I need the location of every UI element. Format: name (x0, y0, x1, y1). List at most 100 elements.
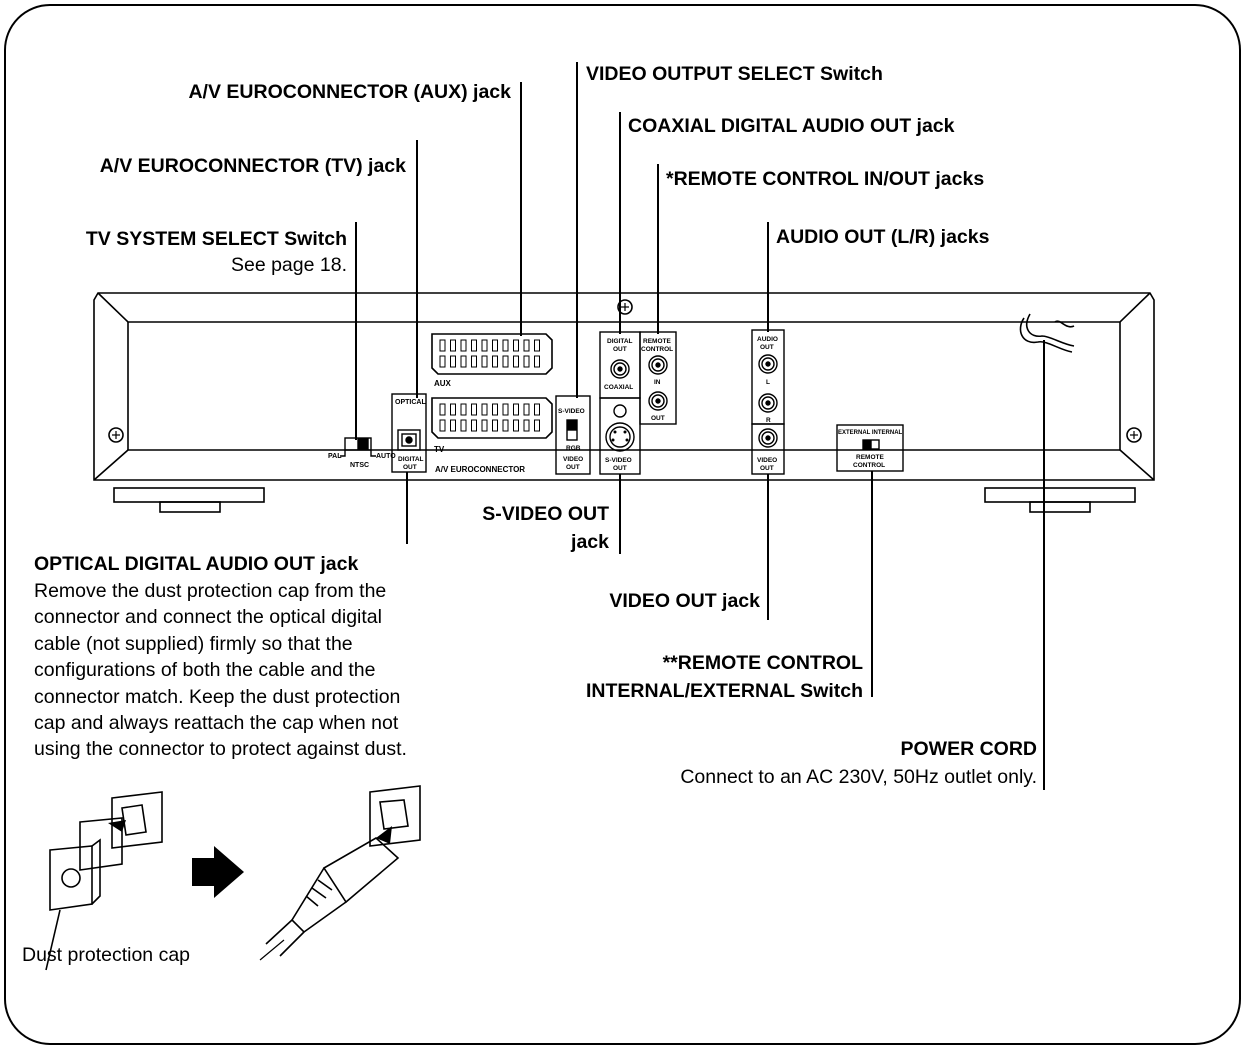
scart-pin (492, 403, 498, 416)
leader-video-out (767, 474, 769, 620)
scart-pin (481, 419, 488, 432)
leader-svideo (619, 474, 621, 554)
leader-coaxial (619, 112, 621, 334)
optical-description: Remove the dust protection cap from the … (34, 578, 494, 763)
scart-pin (513, 339, 519, 352)
remote-inout-label: *REMOTE CONTROL IN/OUT jacks (666, 168, 985, 190)
scart-pin (439, 339, 446, 352)
scart-pin (523, 403, 530, 416)
svg-text:VIDEO: VIDEO (563, 456, 583, 463)
optical-desc-line: cable (not supplied) firmly so that the (34, 632, 353, 655)
aux-panel-text: AUX (434, 379, 452, 388)
leader-video-output-select (576, 62, 578, 398)
pal-text: PAL (328, 453, 342, 460)
external-internal-text: EXTERNAL INTERNAL (838, 430, 903, 436)
optical-desc-line: connector match. Keep the dust protectio… (34, 685, 401, 708)
scart-pin (492, 339, 498, 352)
scart-pin (534, 339, 540, 352)
scart-pin (534, 419, 540, 432)
scart-pin (460, 419, 467, 432)
svideo-label-line2: jack (571, 531, 609, 553)
scart-pin (460, 403, 467, 416)
av-euroconnector-panel-text: A/V EUROCONNECTOR (435, 465, 525, 474)
tv-panel-text: TV (434, 445, 445, 454)
rgb-text: RGB (566, 445, 581, 452)
scart-pin (471, 355, 477, 368)
scart-pin (471, 419, 477, 432)
coaxial-panel-text: COAXIAL (604, 384, 633, 391)
svg-text:OUT: OUT (403, 464, 417, 471)
scart-pin (450, 339, 456, 352)
svg-text:VIDEO: VIDEO (757, 457, 777, 464)
svg-text:REMOTE: REMOTE (856, 454, 884, 461)
scart-pin (534, 355, 540, 368)
leader-tv-system (355, 222, 357, 440)
scart-pin (534, 403, 540, 416)
auto-text: AUTO (376, 453, 396, 460)
power-cord-label: POWER CORD (900, 738, 1038, 760)
video-output-select-label: VIDEO OUTPUT SELECT Switch (586, 63, 883, 85)
remote-switch-label-line1: **REMOTE CONTROL (662, 652, 863, 674)
scart-pin (523, 419, 530, 432)
scart-pin (439, 403, 446, 416)
scart-pin (513, 419, 519, 432)
leader-av-aux (520, 82, 522, 336)
optical-desc-line: connector and connect the optical digita… (34, 606, 382, 629)
scart-pin (471, 339, 477, 352)
svg-text:S-VIDEO: S-VIDEO (605, 457, 632, 464)
scart-pin (492, 355, 498, 368)
svg-text:CONTROL: CONTROL (853, 462, 885, 469)
scart-pin (481, 403, 488, 416)
in-panel-text: IN (654, 379, 661, 386)
r-panel-text: R (766, 417, 771, 424)
svg-text:AUDIO: AUDIO (757, 336, 778, 343)
scart-pin (471, 403, 477, 416)
power-cord-sublabel: Connect to an AC 230V, 50Hz outlet only. (680, 766, 1037, 788)
av-tv-label: A/V EUROCONNECTOR (TV) jack (99, 155, 406, 177)
svg-text:OUT: OUT (613, 346, 627, 353)
scart-pin (492, 419, 498, 432)
l-panel-text: L (766, 379, 770, 386)
optical-desc-line: Remove the dust protection cap from the (34, 580, 387, 602)
leader-optical (406, 472, 408, 544)
optical-desc-line: cap and always reattach the cap when not (34, 712, 399, 735)
scart-pin (523, 355, 530, 368)
svg-text:CONTROL: CONTROL (641, 346, 673, 353)
svg-text:DIGITAL: DIGITAL (398, 456, 424, 463)
optical-title: OPTICAL DIGITAL AUDIO OUT jack (34, 553, 359, 575)
av-aux-label: A/V EUROCONNECTOR (AUX) jack (188, 81, 511, 103)
remote-switch-label-line2: INTERNAL/EXTERNAL Switch (586, 680, 863, 702)
diagram-frame (4, 4, 1241, 1045)
scart-pin (523, 339, 530, 352)
svg-text:OUT: OUT (566, 464, 580, 471)
video-out-label: VIDEO OUT jack (609, 590, 760, 612)
coaxial-label: COAXIAL DIGITAL AUDIO OUT jack (628, 115, 955, 137)
scart-pin (439, 355, 446, 368)
scart-pin (439, 419, 446, 432)
scart-pin (450, 355, 456, 368)
svg-text:DIGITAL: DIGITAL (607, 338, 633, 345)
scart-pin (502, 419, 509, 432)
leader-audio-out (767, 222, 769, 332)
scart-pin (460, 355, 467, 368)
scart-pin (502, 403, 509, 416)
scart-pin (450, 403, 456, 416)
scart-pin (502, 355, 509, 368)
leader-remote-inout (657, 164, 659, 334)
s-video-switch-text: S-VIDEO (558, 408, 585, 415)
optical-desc-line: configurations of both the cable and the (34, 659, 376, 682)
scart-pin (502, 339, 509, 352)
scart-pin (450, 419, 456, 432)
scart-pin (513, 403, 519, 416)
ntsc-text: NTSC (350, 462, 369, 469)
svg-text:OUT: OUT (760, 344, 774, 351)
scart-pin (481, 355, 488, 368)
leader-av-tv (416, 140, 418, 398)
out-panel-text: OUT (651, 415, 665, 422)
tv-system-label: TV SYSTEM SELECT Switch (85, 228, 347, 250)
scart-pin (460, 339, 467, 352)
optical-panel-text: OPTICAL (395, 399, 426, 406)
tv-system-sublabel: See page 18. (230, 254, 347, 276)
scart-pin (481, 339, 488, 352)
leader-remote-switch (871, 471, 873, 697)
